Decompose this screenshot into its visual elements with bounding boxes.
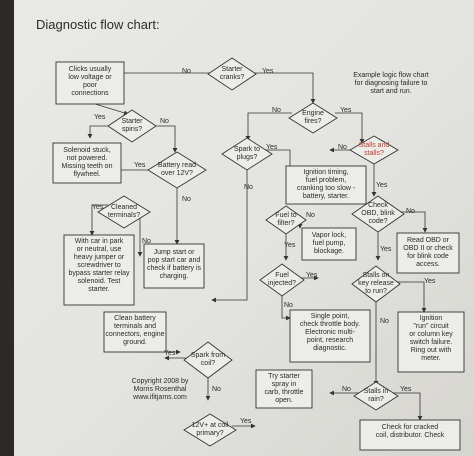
box-read-obd	[396, 232, 460, 274]
diamond-stalls	[349, 135, 399, 165]
label-yes: Yes	[424, 278, 436, 285]
car-in-park-text: With car in park or neutral, use heavy j…	[68, 238, 130, 293]
diamond-spark-coil	[183, 341, 233, 379]
arrow-spins-no	[153, 125, 178, 153]
label-no: No	[380, 318, 389, 325]
label-no: No	[306, 212, 315, 219]
label-yes: Yes	[92, 204, 104, 211]
fuel-injected-text: Fuel injected?	[267, 272, 297, 287]
diamond-starter-spins	[107, 109, 157, 143]
box-vapor-lock	[301, 227, 357, 261]
check-obd-text: Check OBD, blink code?	[361, 202, 395, 225]
spark-coil-text: Spark from coil?	[190, 352, 226, 367]
diamond-12v-coil	[183, 413, 237, 447]
box-starter-spray	[255, 369, 313, 409]
starter-spins-text: Starter spins?	[121, 118, 143, 133]
arrow-spark-no	[211, 168, 248, 303]
stalls-rain-text: Stalls in rain?	[363, 388, 389, 403]
dark-corner	[0, 0, 14, 456]
solenoid-text: Solenoid stuck, not powered. Missing tee…	[61, 147, 113, 178]
diamond-starter-cranks	[207, 57, 257, 91]
read-obd-text: Read OBD or OBD II or check for blink co…	[403, 237, 453, 268]
label-yes: Yes	[376, 182, 388, 189]
cleaned-terminals-text: Cleaned terminals?	[107, 204, 141, 219]
arrow-clicks-to-spins	[91, 102, 129, 116]
box-jump-start	[143, 243, 205, 289]
ignition-run-text: Ignition "run" circuit or column key swi…	[409, 315, 453, 362]
diamond-stalls-rain	[353, 381, 399, 411]
diamond-check-obd	[351, 195, 405, 233]
diamond-engine-fires	[288, 102, 338, 134]
label-yes: Yes	[94, 114, 106, 121]
box-car-in-park	[63, 234, 135, 306]
label-no: No	[142, 238, 151, 245]
box-single-point	[289, 309, 371, 363]
example-note: Example logic flow chart for diagnosing …	[353, 72, 429, 95]
arrow-cleaned-yes	[89, 204, 108, 236]
twelve-coil-text: 12V+ at coil primary?	[191, 422, 229, 437]
ignition-timing-text: Ignition timing, fuel problem, cranking …	[296, 169, 356, 200]
label-yes: Yes	[240, 418, 252, 425]
label-no: No	[160, 118, 169, 125]
arrow-engine-yes	[335, 112, 365, 144]
fuel-filter-text: Fuel to filter?	[275, 212, 297, 227]
vapor-lock-text: Vapor lock, fuel pump, blockage.	[311, 232, 347, 255]
label-no: No	[272, 107, 281, 114]
clicks-text: Clicks usually low voltage or poor conne…	[68, 66, 112, 97]
jump-start-text: Jump start or pop start car and check if…	[146, 249, 202, 280]
starter-cranks-text: Starter cranks?	[219, 66, 245, 81]
box-solenoid	[52, 142, 122, 184]
label-yes: Yes	[164, 350, 176, 357]
diamond-fuel-injected	[259, 263, 305, 297]
single-point-text: Single point, check throttle body. Elect…	[299, 313, 361, 352]
box-ignition-run	[397, 311, 465, 373]
arrow-spark-yes	[265, 149, 293, 173]
label-yes: Yes	[134, 162, 146, 169]
diamond-battery-read	[147, 151, 207, 189]
label-no: No	[406, 208, 415, 215]
diamond-key-release	[351, 265, 401, 303]
label-yes: Yes	[262, 68, 274, 75]
key-release-text: Stalls on key release to run?	[358, 272, 394, 295]
box-clicks	[55, 61, 125, 105]
box-check-cracked	[359, 419, 461, 451]
copyright-text: Copyright 2008 by Morris Rosenthal www.i…	[131, 378, 189, 401]
stalls-text: Stalls and stalls?	[358, 142, 390, 157]
page-title: Diagnostic flow chart:	[36, 17, 160, 32]
check-cracked-text: Check for cracked coil, distributor. Che…	[375, 424, 445, 439]
spark-plugs-text: Spark to plugs?	[233, 146, 261, 161]
label-yes: Yes	[380, 246, 392, 253]
clean-battery-text: Clean battery terminals and connectors, …	[105, 315, 165, 346]
label-no: No	[182, 68, 191, 75]
diamond-cleaned	[97, 195, 151, 229]
label-yes: Yes	[400, 386, 412, 393]
label-no: No	[338, 144, 347, 151]
label-yes: Yes	[340, 107, 352, 114]
diamond-fuel-filter	[265, 205, 307, 235]
label-no: No	[284, 302, 293, 309]
arrow-yes-to-engine	[252, 72, 316, 104]
label-yes: Yes	[306, 272, 318, 279]
label-no: No	[244, 184, 253, 191]
battery-read-text: Battery read over 12V?	[157, 162, 197, 177]
engine-fires-text: Engine fires?	[302, 110, 324, 125]
box-ignition-timing	[285, 165, 367, 205]
label-no: No	[182, 196, 191, 203]
diamond-spark-plugs	[221, 137, 273, 171]
label-yes: Yes	[266, 144, 278, 151]
label-no: No	[342, 386, 351, 393]
arrow-engine-no	[245, 112, 292, 141]
label-yes: Yes	[284, 242, 296, 249]
arrow-spins-yes	[87, 125, 112, 139]
starter-spray-text: Try starter spray in carb, throttle open…	[264, 373, 304, 404]
label-no: No	[212, 386, 221, 393]
arrow-rain-yes	[392, 392, 423, 421]
arrow-obd-no	[400, 211, 428, 233]
box-clean-battery	[103, 311, 167, 353]
arrow-keyrel-yes	[397, 281, 427, 313]
arrow-fuelinj-no	[281, 296, 291, 321]
